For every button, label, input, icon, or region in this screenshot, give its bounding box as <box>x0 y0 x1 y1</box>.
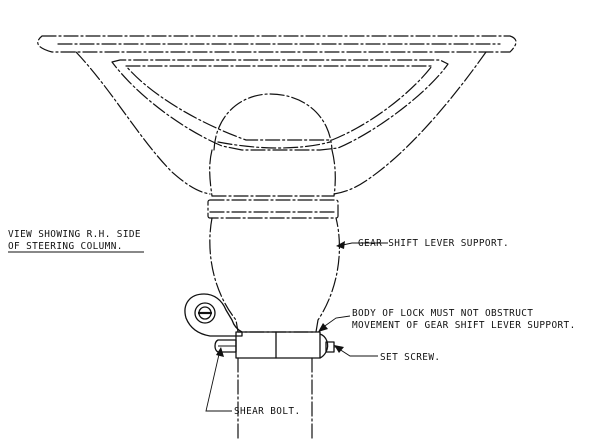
column-shroud-upper <box>209 141 336 197</box>
lock-bracket <box>184 293 243 337</box>
label-shear-bolt: SHEAR BOLT. <box>234 406 301 417</box>
label-set-screw: SET SCREW. <box>380 352 440 363</box>
label-gear-shift-lever-support: GEAR SHIFT LEVER SUPPORT. <box>358 238 509 249</box>
wheel-spoke-window-inner <box>125 65 433 141</box>
shear-bolt <box>214 339 237 353</box>
label-view-line2: OF STEERING COLUMN. <box>8 241 123 252</box>
leader-shear-bolt <box>205 347 232 412</box>
wheel-spoke-right <box>333 51 487 195</box>
label-lock-line2: MOVEMENT OF GEAR SHIFT LEVER SUPPORT. <box>352 320 576 331</box>
leader-set-screw <box>334 345 378 357</box>
column-collar <box>207 199 339 219</box>
lock-body <box>235 331 329 359</box>
leader-gear-support <box>336 241 388 249</box>
label-lock-line1: BODY OF LOCK MUST NOT OBSTRUCT <box>352 308 533 319</box>
horn-hub <box>213 93 333 151</box>
lock-eye <box>194 302 216 324</box>
leader-lock-body <box>318 315 351 332</box>
label-view-line1: VIEW SHOWING R.H. SIDE <box>8 229 141 240</box>
wheel-spoke-left <box>75 51 211 195</box>
wheel-spoke-window <box>111 59 449 151</box>
wheel-rim-outer <box>37 35 517 53</box>
steering-column-tube <box>237 357 313 441</box>
steering-wheel <box>37 35 517 195</box>
